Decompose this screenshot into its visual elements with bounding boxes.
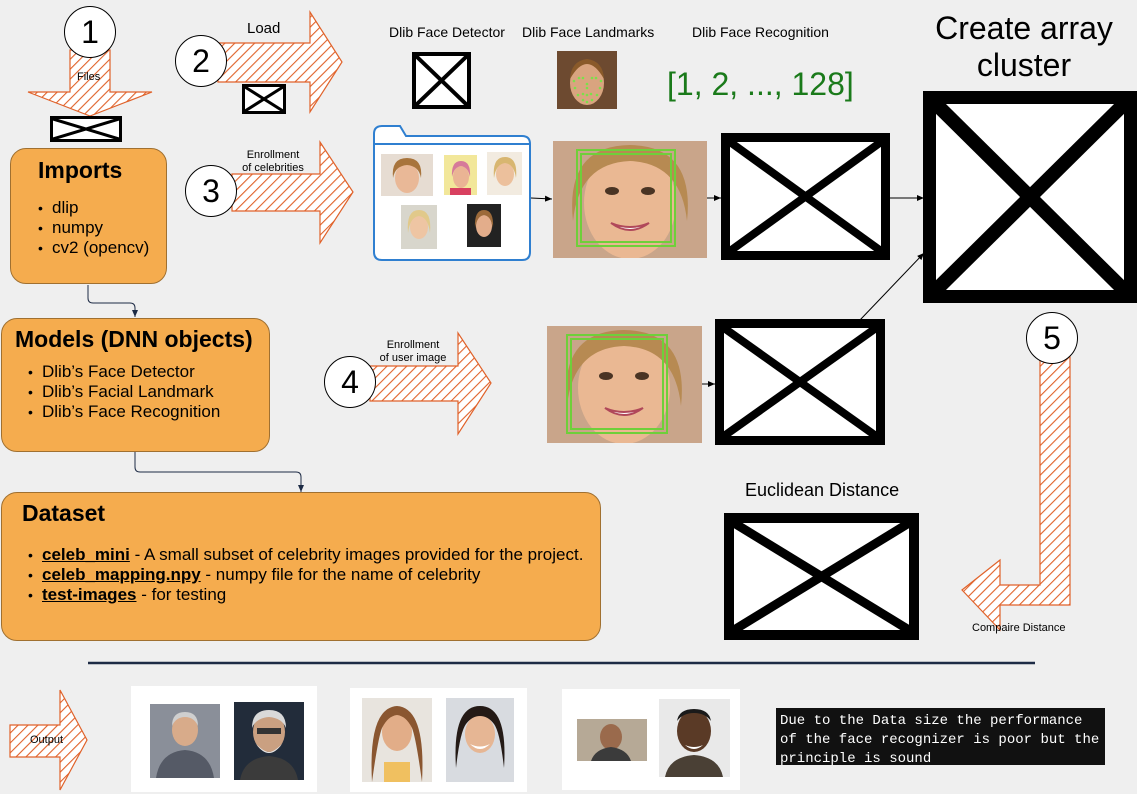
euclidean-placeholder [724, 513, 919, 640]
models-box: Models (DNN objects) Dlib’s Face Detecto… [1, 318, 270, 452]
files-placeholder [50, 116, 122, 142]
user-embedding-placeholder [715, 319, 885, 445]
output-panel [562, 689, 740, 790]
load-placeholder [242, 84, 286, 114]
list-item: Dlib’s Face Recognition [28, 402, 269, 422]
step-3-badge: 3 [185, 165, 237, 217]
output-image [150, 704, 220, 778]
output-image [577, 719, 647, 761]
step-2-badge: 2 [175, 35, 227, 87]
list-item: Dlib’s Facial Landmark [28, 382, 269, 402]
landmarks-header: Dlib Face Landmarks [522, 24, 655, 40]
euclid-title: Euclidean Distance [745, 480, 900, 500]
list-item: test-images - for testing [28, 585, 600, 605]
compare-arrow [961, 356, 1071, 632]
cluster-placeholder [923, 91, 1137, 303]
landmarks-face-image [557, 51, 617, 109]
list-item: celeb_mini - A small subset of celebrity… [28, 545, 600, 565]
files-arrow [27, 49, 153, 117]
recognition-header: Dlib Face Recognition [692, 24, 829, 40]
list-item: cv2 (opencv) [38, 238, 166, 258]
celeb-thumb [401, 205, 437, 249]
celeb-thumb [444, 155, 477, 195]
step-4-badge: 4 [324, 356, 376, 408]
output-image [659, 699, 730, 777]
list-item: celeb_mapping.npy - numpy file for the n… [28, 565, 600, 585]
imports-list: dlip numpy cv2 (opencv) [38, 198, 166, 258]
load-arrow [217, 9, 343, 115]
embedding-vector: [1, 2, ..., 128] [667, 66, 854, 102]
output-image [362, 698, 432, 782]
detector-placeholder [412, 52, 471, 109]
output-image [446, 698, 514, 782]
list-item: numpy [38, 218, 166, 238]
step-5-badge: 5 [1026, 312, 1078, 364]
user-detected-face-image [547, 326, 702, 443]
compare-label: Compaire Distance [972, 622, 1066, 634]
celeb-embedding-placeholder [721, 133, 890, 260]
models-list: Dlib’s Face Detector Dlib’s Facial Landm… [28, 362, 269, 422]
list-item: dlip [38, 198, 166, 218]
output-arrow [9, 689, 88, 791]
enroll-user-arrow [369, 331, 492, 437]
dataset-box: Dataset celeb_mini - A small subset of c… [1, 492, 601, 641]
step-1-badge: 1 [64, 6, 116, 58]
dataset-list: celeb_mini - A small subset of celebrity… [28, 545, 600, 605]
celeb-detected-face-image [553, 141, 707, 258]
load-label: Load [247, 20, 281, 37]
enroll-celeb-arrow [231, 140, 354, 246]
output-panel [131, 686, 317, 792]
celeb-thumb [381, 154, 433, 196]
files-label: Files [77, 71, 101, 83]
celeb-thumb [487, 152, 522, 195]
output-panel [350, 688, 527, 792]
dataset-title: Dataset [22, 500, 106, 526]
list-item: Dlib’s Face Detector [28, 362, 269, 382]
performance-note: Due to the Data size the performance of … [776, 708, 1105, 767]
imports-box: Imports dlip numpy cv2 (opencv) [10, 148, 167, 284]
imports-title: Imports [38, 157, 123, 183]
output-image [234, 702, 304, 780]
celeb-thumb [467, 204, 501, 247]
models-title: Models (DNN objects) [15, 326, 253, 352]
output-label: Output [30, 734, 64, 746]
detector-header: Dlib Face Detector [389, 24, 505, 40]
